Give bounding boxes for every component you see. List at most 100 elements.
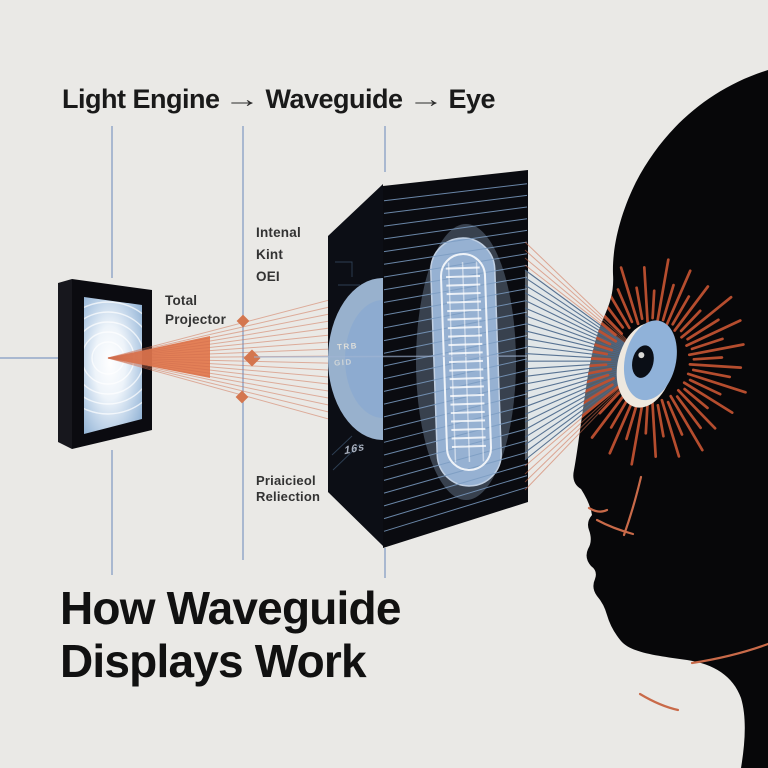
starburst-ray: [688, 363, 743, 369]
face-accent-line: [690, 642, 768, 665]
projector-side: [58, 279, 72, 449]
starburst-ray: [651, 400, 658, 459]
guide-lines: [0, 126, 386, 578]
eye-highlight: [638, 352, 645, 359]
grating-line: [383, 323, 528, 354]
starburst-ray: [655, 258, 670, 325]
grating-line: [383, 393, 528, 431]
diagram-step-light-engine: Light Engine: [62, 84, 220, 114]
diamond-marker: [236, 314, 250, 328]
head-silhouette: [573, 70, 768, 768]
circuit-detail-line: [332, 443, 361, 471]
grating-line: [383, 218, 528, 240]
annotation-reflection: Priaicieol Reliection: [256, 473, 320, 505]
starburst-ray: [688, 378, 722, 396]
diagram-step-eye: Eye: [448, 84, 496, 114]
grating-line: [383, 358, 528, 392]
starburst-ray: [635, 286, 644, 321]
starburst-ray: [651, 289, 656, 320]
starburst-ray: [661, 283, 675, 322]
starburst-ray: [665, 269, 692, 327]
capsule-grid-rail: [461, 262, 471, 462]
optical-axis-line: [253, 355, 528, 358]
grating-line: [383, 276, 528, 303]
annotation-line: Projector: [165, 312, 227, 327]
annotation-line: Intenal: [256, 225, 301, 240]
diamond-marker: [235, 390, 249, 404]
face-accent-line: [595, 518, 635, 536]
starburst-ray: [644, 404, 649, 435]
eye-pupil: [632, 345, 654, 378]
face-accent-line: [638, 692, 680, 712]
starburst-ray: [598, 391, 621, 415]
annotation-line: Kint: [256, 247, 284, 262]
coupling-lens-inner: [345, 300, 383, 418]
grating-line: [383, 463, 528, 507]
starburst-ray: [676, 388, 717, 430]
annotation-projector: Total Projector: [165, 291, 226, 329]
annotation-line: OEI: [256, 269, 280, 284]
grating-line: [383, 451, 528, 494]
starburst-ray: [682, 381, 734, 414]
starburst-ray: [616, 288, 634, 324]
starburst-ray: [673, 285, 710, 332]
starburst-ray: [691, 368, 732, 379]
starburst-ray: [692, 356, 724, 361]
flow-arrow-icon: →: [407, 85, 444, 113]
grating-line: [383, 475, 528, 520]
grating-line: [383, 241, 528, 265]
waveguide-back-panel: [328, 184, 383, 546]
starburst-ray: [683, 387, 709, 410]
grating-line: [383, 183, 528, 202]
grating-line: [383, 300, 528, 329]
starburst-ray: [686, 318, 720, 341]
screen-glow-arc: [84, 321, 142, 395]
starburst-ray: [619, 266, 640, 326]
grating-line: [383, 335, 528, 367]
face-accent-line: [587, 506, 609, 513]
capsule-grid-rail: [475, 261, 485, 462]
starburst-ray: [630, 399, 645, 466]
diagram-title: How Waveguide Displays Work: [60, 582, 401, 688]
grating-line: [383, 253, 528, 278]
starburst-ray: [608, 397, 635, 455]
starburst-ray: [660, 398, 681, 458]
annotation-internal: Intenal Kint OEI: [256, 222, 301, 288]
capsule-grid: [439, 253, 493, 471]
grating-line: [383, 381, 528, 418]
grating-line: [383, 194, 528, 214]
starburst-ray: [680, 295, 733, 339]
starburst-ray: [573, 377, 615, 405]
starburst-ray: [642, 265, 649, 324]
grating-line: [383, 346, 528, 380]
grating-line: [383, 229, 528, 253]
starburst-ray: [666, 400, 684, 436]
flow-arrow-icon: →: [224, 85, 261, 113]
grating-line: [383, 405, 528, 443]
starburst-ray: [590, 392, 627, 439]
capsule-grid-rail: [447, 262, 457, 463]
grating-line: [383, 206, 528, 227]
starburst-ray: [580, 383, 614, 406]
starburst-ray: [625, 402, 639, 441]
starburst-ray: [669, 394, 704, 452]
diagram-title-line1: How Waveguide: [60, 582, 401, 634]
circuit-detail-line: [335, 261, 353, 277]
grating-line: [383, 416, 528, 456]
face-accent-line: [622, 475, 643, 537]
annotation-line: Reliection: [256, 489, 321, 504]
starburst-ray: [671, 295, 691, 326]
diamond-markers: [235, 314, 261, 404]
diamond-marker: [243, 349, 261, 367]
face-accents: [587, 475, 768, 712]
starburst-ray: [687, 343, 745, 357]
eye: [616, 320, 677, 408]
starburst-ray: [690, 337, 724, 351]
waveguide-mark: GID: [333, 357, 354, 368]
header-flow: Light Engine → Waveguide → Eye: [62, 84, 496, 115]
annotation-line: Priaicieol: [256, 473, 316, 488]
starburst-ray: [685, 319, 742, 347]
starburst-ray: [686, 372, 747, 394]
